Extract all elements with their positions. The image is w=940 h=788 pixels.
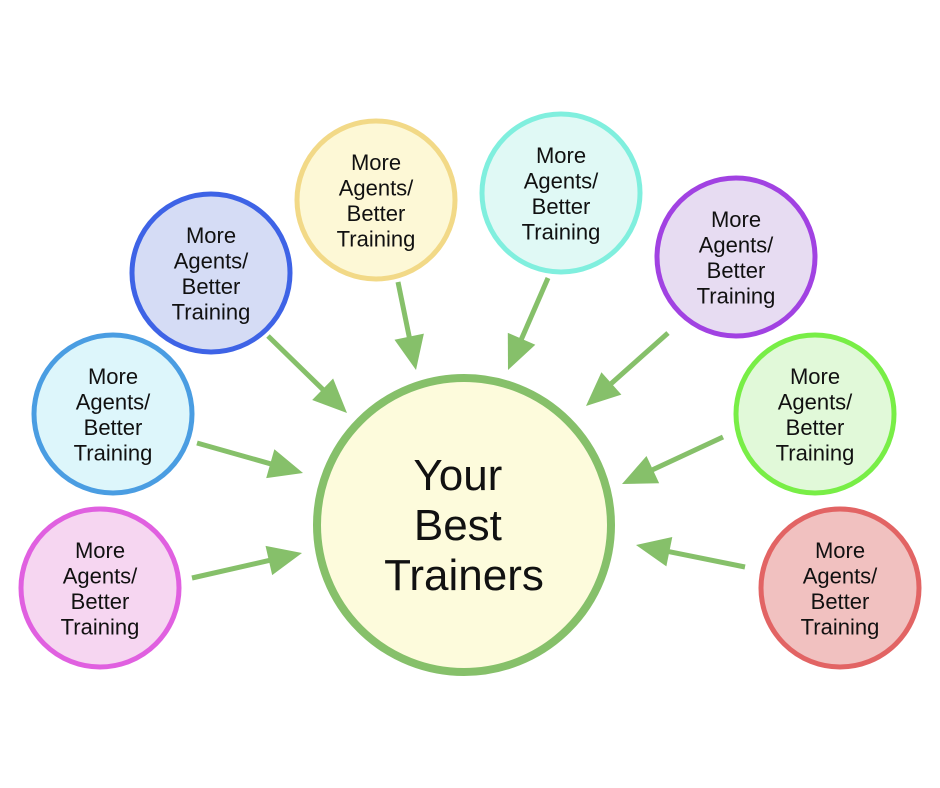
arrow-purple: [586, 331, 670, 406]
arrow-shaft: [608, 331, 670, 387]
arrow-shaft: [191, 557, 272, 581]
node-label-line: Agents/: [339, 176, 414, 201]
center-node: Your Best Trainers: [313, 374, 615, 676]
node-label-line: Agents/: [76, 390, 151, 415]
node-label-line: Better: [71, 589, 130, 614]
node-label-line: Training: [337, 227, 416, 252]
node-label-line: Training: [697, 284, 776, 309]
arrows: [191, 277, 746, 581]
node-label-line: More: [790, 364, 840, 389]
node-label-line: More: [351, 150, 401, 175]
node-label-line: Agents/: [174, 249, 249, 274]
node-circle: [129, 191, 293, 355]
arrow-head: [265, 545, 302, 576]
node-label-line: More: [815, 538, 865, 563]
node-label-line: Better: [84, 415, 143, 440]
arrow-pink: [191, 545, 302, 581]
node-label-line: Better: [786, 415, 845, 440]
node-circle: [758, 506, 922, 670]
center-label: Your Best Trainers: [384, 451, 544, 600]
node-label-line: Agents/: [778, 390, 853, 415]
node-label-line: Training: [172, 300, 251, 325]
arrow-head: [507, 332, 536, 370]
arrow-head: [622, 456, 660, 484]
node-circle: [479, 111, 643, 275]
node-label-line: Agents/: [803, 564, 878, 589]
node-circle: [733, 332, 897, 496]
node-label-line: More: [88, 364, 138, 389]
node-label-line: Training: [776, 441, 855, 466]
node-label-line: More: [536, 143, 586, 168]
arrow-head: [586, 372, 622, 406]
node-label-line: Training: [801, 615, 880, 640]
node-label-line: Agents/: [524, 169, 599, 194]
arrow-shaft: [266, 334, 326, 393]
node-label-line: Training: [522, 220, 601, 245]
arrow-shaft: [666, 548, 746, 570]
arrow-blue: [266, 334, 347, 413]
node-circle: [31, 332, 195, 496]
arrow-head: [312, 378, 347, 413]
node-label-line: Training: [61, 615, 140, 640]
center-label-line: Your: [413, 451, 502, 500]
node-circle: [294, 118, 458, 282]
node-label-line: Better: [811, 589, 870, 614]
node-label-line: Better: [182, 274, 241, 299]
node-label-line: Agents/: [699, 233, 774, 258]
center-label-line: Trainers: [384, 551, 544, 600]
center-circle: [313, 374, 615, 676]
arrow-shaft: [649, 434, 725, 473]
node-label-line: Training: [74, 441, 153, 466]
arrow-cyan: [507, 277, 551, 370]
node-label-line: Better: [532, 194, 591, 219]
arrow-shaft: [395, 281, 413, 340]
arrow-head: [636, 537, 673, 567]
node-circle: [654, 175, 818, 339]
arrow-head: [266, 449, 303, 479]
node-label-line: Better: [707, 258, 766, 283]
center-label-line: Best: [414, 501, 502, 550]
arrow-shaft: [196, 440, 273, 467]
node-label-line: Agents/: [63, 564, 138, 589]
arrow-green: [622, 434, 725, 484]
node-label-line: More: [75, 538, 125, 563]
arrow-light-blue: [196, 440, 303, 479]
arrow-shaft: [518, 277, 551, 342]
node-label-line: More: [711, 207, 761, 232]
arrow-yellow: [394, 281, 424, 370]
node-circle: [18, 506, 182, 670]
node-label-line: More: [186, 223, 236, 248]
node-label-line: Better: [347, 201, 406, 226]
arrow-head: [394, 333, 424, 370]
arrow-red: [636, 537, 746, 570]
